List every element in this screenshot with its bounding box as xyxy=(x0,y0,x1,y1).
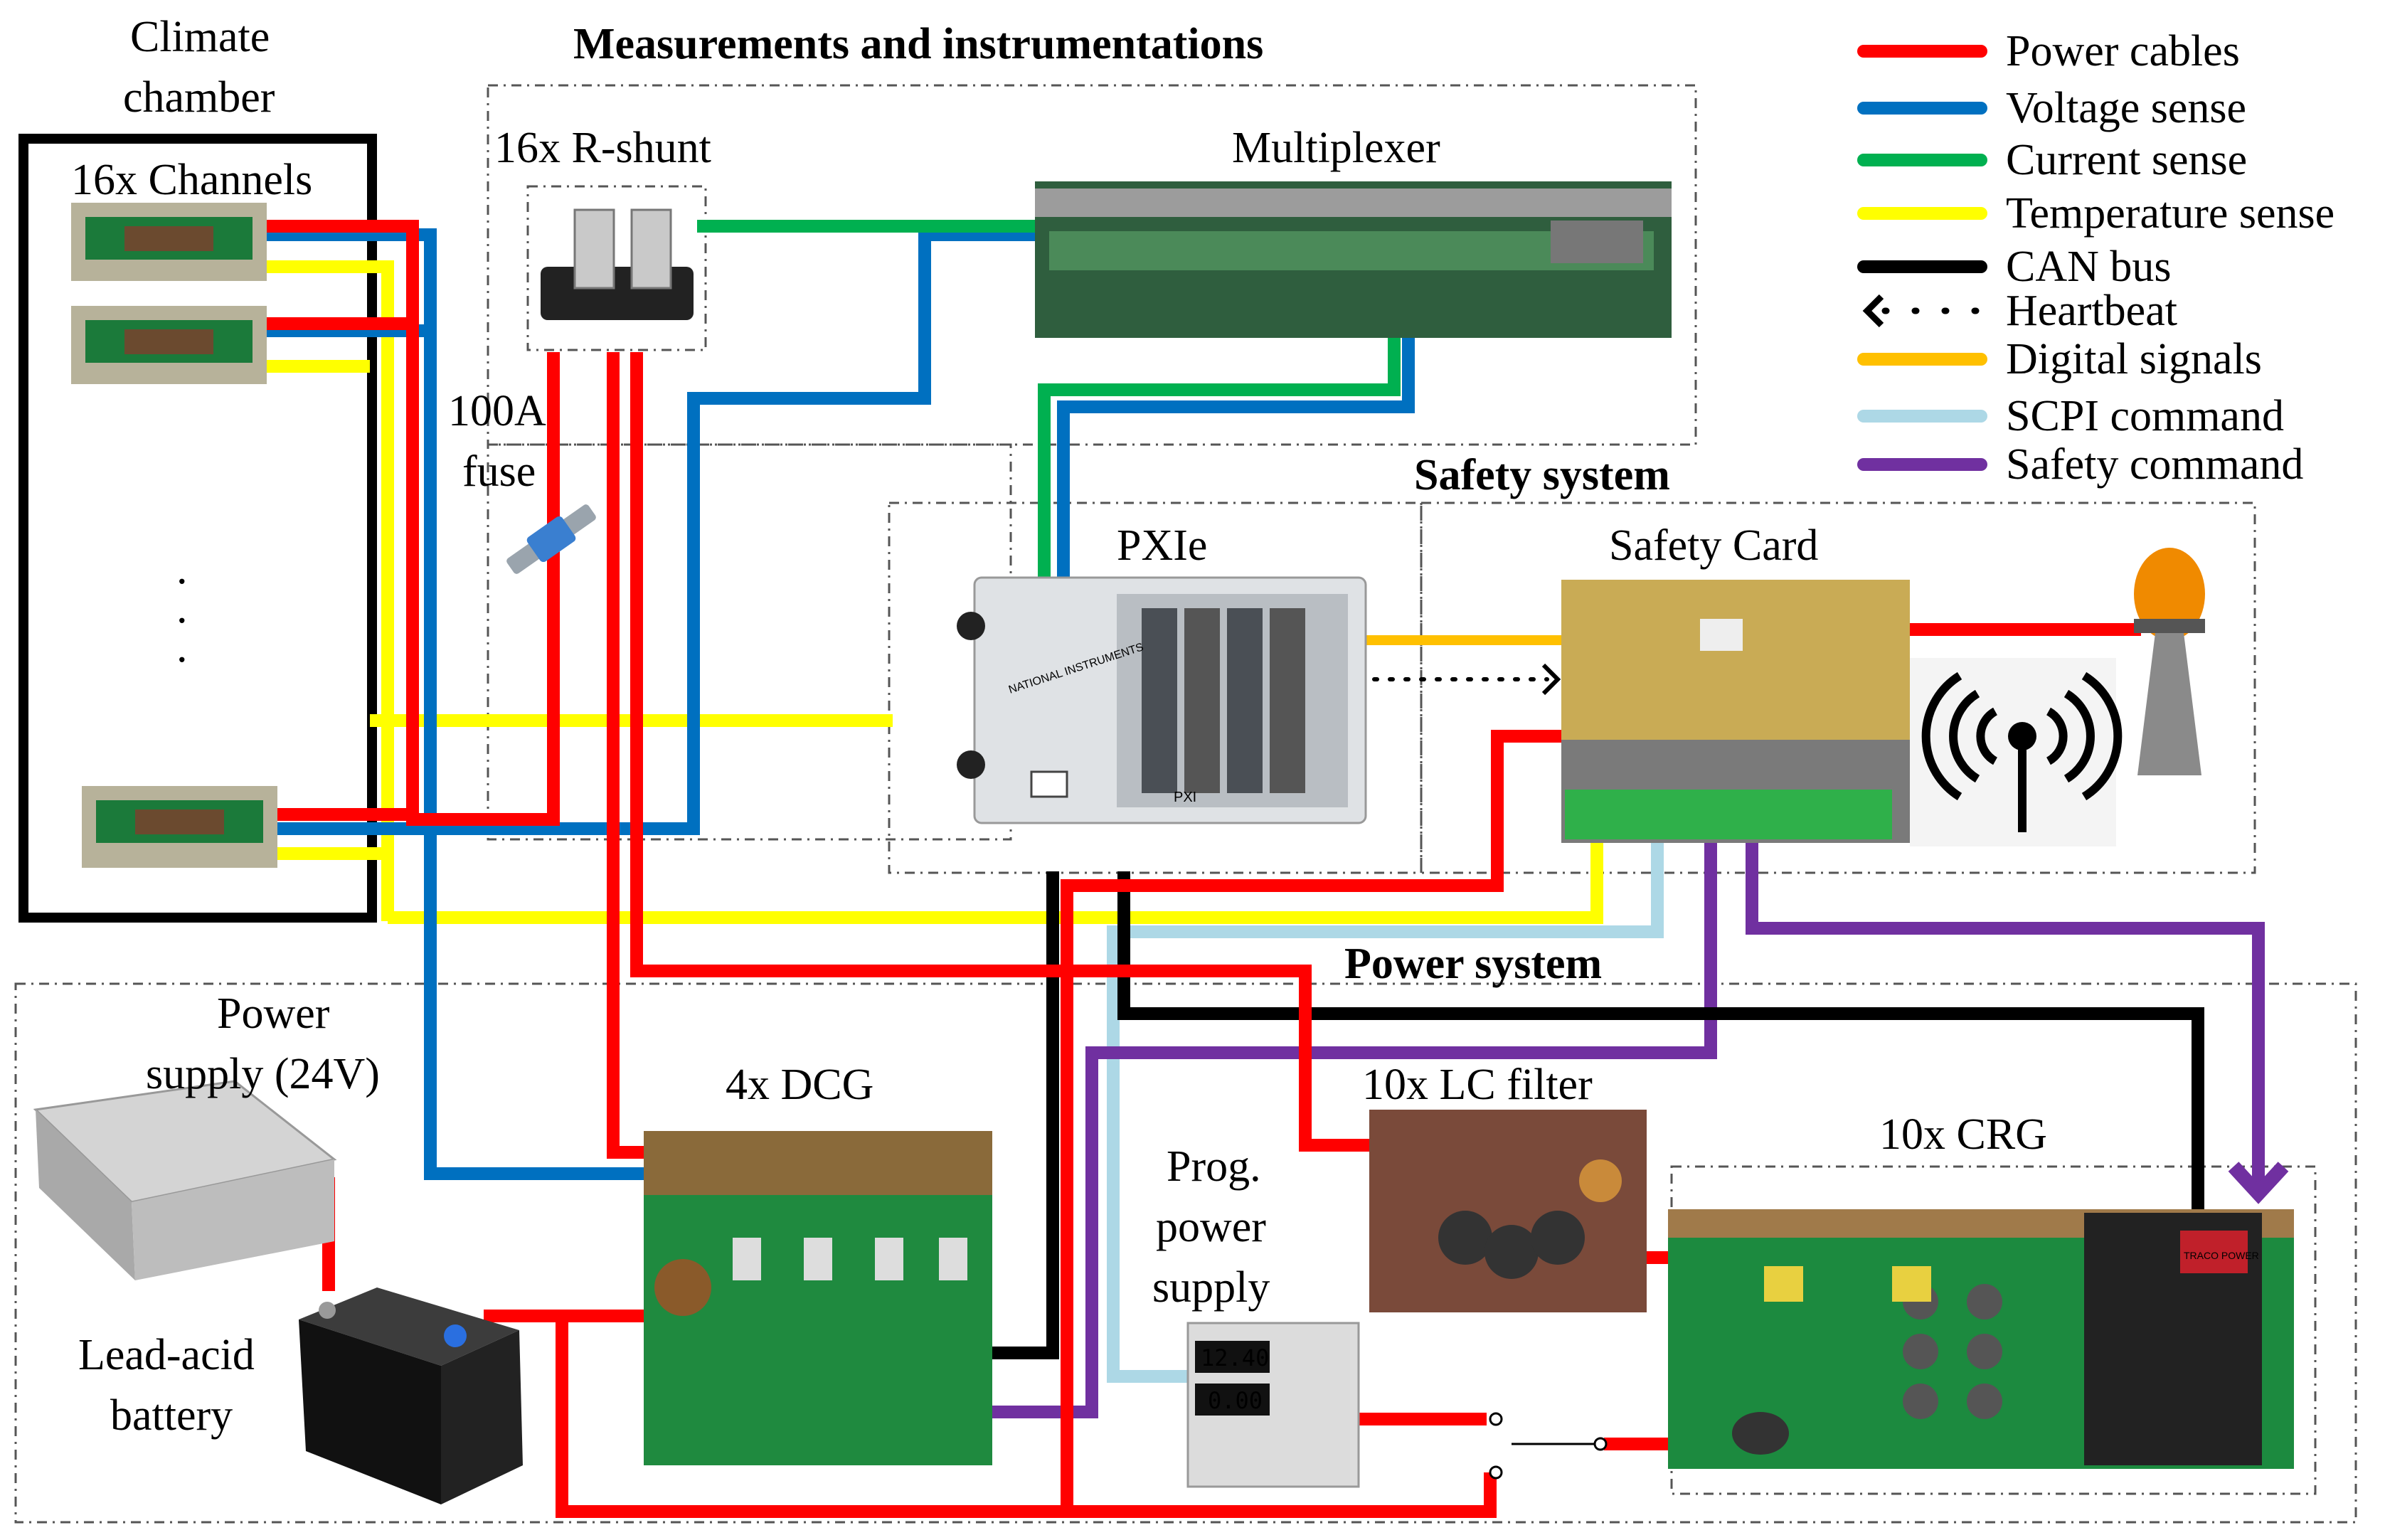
heartbeat-arrow xyxy=(1356,663,1561,696)
power-supply-label-2: supply (24V) xyxy=(146,1050,380,1098)
vdots-1: . xyxy=(176,545,188,593)
legend-item: Temperature sense xyxy=(1857,189,2334,238)
prog-supply-label-3: supply xyxy=(1152,1263,1270,1312)
prog-power-supply-icon: 12.40 0.00 xyxy=(1186,1322,1360,1488)
wireless-antenna-icon xyxy=(1910,658,2123,846)
power-wire-shunt-lc xyxy=(630,352,1369,1152)
pxie-label: PXIe xyxy=(1117,521,1207,570)
lead-acid-battery-icon xyxy=(299,1287,523,1504)
temp-wire-bottom xyxy=(388,836,1603,924)
legend-arrowhead xyxy=(1862,294,1884,328)
battery-label-1: Lead-acid xyxy=(78,1331,255,1379)
legend-item: Digital signals xyxy=(1857,335,2262,383)
crg-board: TRACO POWER xyxy=(1668,1209,2294,1469)
legend-label: Current sense xyxy=(2006,136,2247,184)
fuse-label-2: fuse xyxy=(462,447,536,496)
dcg-label: 4x DCG xyxy=(726,1061,873,1109)
prog-supply-label-2: power xyxy=(1156,1203,1266,1251)
fuse-icon xyxy=(506,504,596,574)
legend-item: Power cables xyxy=(1857,27,2240,75)
volt-wire-mux-pxie xyxy=(1057,306,1415,590)
dcg-board xyxy=(644,1131,992,1465)
legend-item: SCPI command xyxy=(1857,392,2284,440)
legend-label: Safety command xyxy=(2006,440,2303,489)
prog-supply-label-1: Prog. xyxy=(1167,1142,1261,1191)
legend-item: Current sense xyxy=(1857,136,2247,184)
legend-item: Safety command xyxy=(1857,440,2303,489)
legend-item: Heartbeat xyxy=(1862,287,2177,335)
legend-label: Power cables xyxy=(2006,27,2240,75)
legend-item: CAN bus xyxy=(1857,243,2172,291)
safety-system-box xyxy=(1420,501,2256,874)
multiplexer-label: Multiplexer xyxy=(1232,124,1440,172)
channel-cell-1 xyxy=(71,203,267,281)
warning-beacon-icon xyxy=(2134,548,2205,775)
legend-label: Heartbeat xyxy=(2006,287,2177,335)
climate-chamber-label-2: chamber xyxy=(123,73,275,122)
pxie-chassis: NATIONAL INSTRUMENTS PXI xyxy=(957,576,1367,824)
crg-label: 10x CRG xyxy=(1879,1110,2047,1159)
safety-system-label: Safety system xyxy=(1414,451,1670,499)
psu-display-bottom: 0.00 xyxy=(1208,1387,1263,1414)
power-wire-bottom-sw xyxy=(1067,1472,1497,1518)
volt-wire-3 xyxy=(277,228,1039,835)
volt-wire-1 xyxy=(267,228,647,1180)
climate-chamber-label-1: Climate xyxy=(130,13,270,61)
legend-label: Temperature sense xyxy=(2006,189,2334,238)
diagram-title: Measurements and instrumentations xyxy=(573,20,1263,68)
legend-label: CAN bus xyxy=(2006,243,2172,291)
channel-cell-16 xyxy=(82,786,277,868)
power-system-label: Power system xyxy=(1344,940,1602,988)
climate-chamber-frame xyxy=(18,134,377,923)
scpi-wire xyxy=(1107,836,1664,1383)
channels-label: 16x Channels xyxy=(71,156,312,204)
battery-label-2: battery xyxy=(110,1391,233,1440)
legend-item: Voltage sense xyxy=(1857,84,2246,132)
r-shunt-label: 16x R-shunt xyxy=(494,124,711,172)
power-supply-icon xyxy=(33,1080,337,1280)
measurements-box xyxy=(487,84,1697,446)
power-system-box xyxy=(14,982,2357,1524)
multiplexer-board xyxy=(1035,181,1672,338)
can-wire-dcg xyxy=(978,871,1059,1359)
pxi-label-text: PXI xyxy=(1174,790,1196,805)
power-supply-label-1: Power xyxy=(217,989,330,1038)
switch-symbol xyxy=(1489,1412,1608,1480)
legend-label: Voltage sense xyxy=(2006,84,2246,132)
temp-wire-1 xyxy=(267,260,394,921)
psu-display-top: 12.40 xyxy=(1201,1344,1269,1371)
power-wire-ch1 xyxy=(267,220,560,826)
pxie-box xyxy=(888,501,1423,874)
vdots-3: . xyxy=(176,623,188,671)
power-wire-fuse-dcg xyxy=(607,352,653,1159)
lc-filter-board xyxy=(1369,1110,1647,1312)
safety-arrowhead xyxy=(2228,1162,2289,1204)
legend-label: SCPI command xyxy=(2006,392,2284,440)
safety-card-board xyxy=(1561,580,1910,843)
current-wire-pxie xyxy=(1038,306,1401,590)
can-wire-crg xyxy=(1117,871,2204,1209)
legend-label: Digital signals xyxy=(2006,335,2262,383)
safety-wire-crg xyxy=(1746,836,2265,1184)
safety-card-label: Safety Card xyxy=(1609,521,1818,570)
fuse-label-1: 100A xyxy=(448,387,546,435)
vdots-2: . xyxy=(176,584,188,632)
r-shunt-box xyxy=(526,185,707,351)
lc-filter-label: 10x LC filter xyxy=(1362,1061,1593,1109)
traco-label: TRACO POWER xyxy=(2184,1250,2259,1261)
channel-cell-2 xyxy=(71,306,267,384)
r-shunt-icon xyxy=(541,208,694,320)
power-wire-bottom xyxy=(556,730,1561,1518)
safety-wire-dcg xyxy=(978,836,1717,1418)
fuse-region-box xyxy=(487,443,1012,841)
